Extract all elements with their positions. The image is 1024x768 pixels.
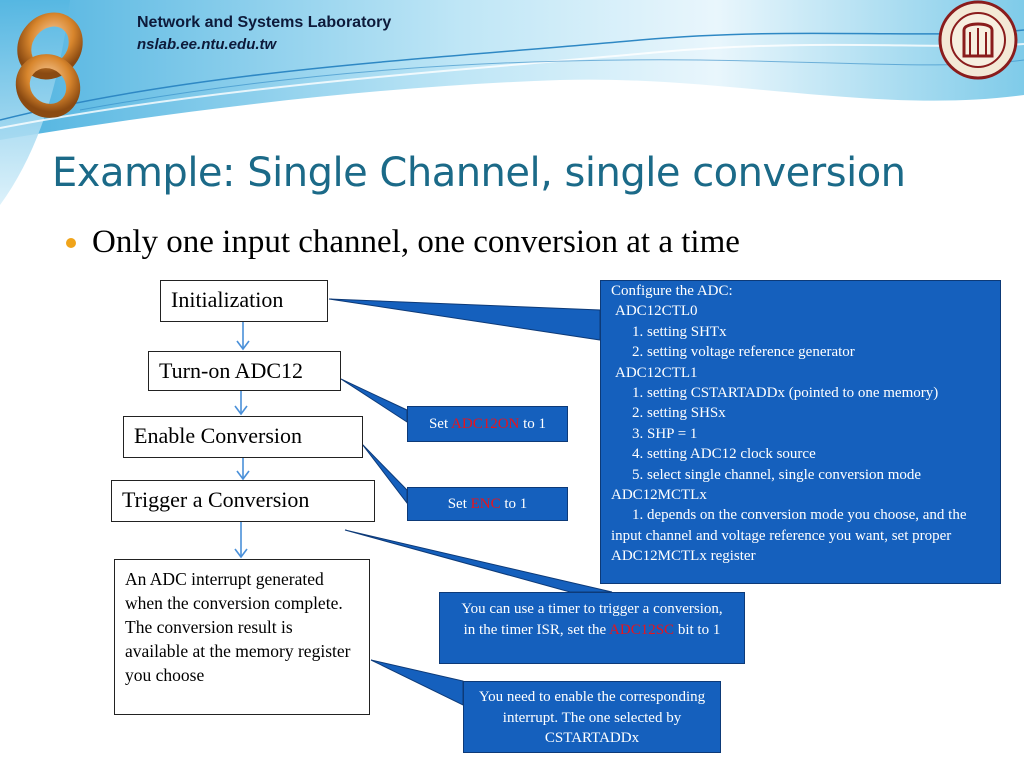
register-highlight: ADC12ON xyxy=(451,416,520,432)
bullet-dot-icon xyxy=(66,238,76,248)
config-line: 3. SHP = 1 xyxy=(632,425,698,442)
step-trigger-conversion: Trigger a Conversion xyxy=(111,480,375,522)
callout-text: You need to enable the corresponding int… xyxy=(478,689,706,746)
step-turn-on-adc12: Turn-on ADC12 xyxy=(148,351,341,391)
config-line: ADC12CTL1 xyxy=(615,364,698,381)
register-highlight: ADC12SC xyxy=(609,621,675,638)
config-line: 1. setting SHTx xyxy=(632,323,727,340)
university-seal-icon xyxy=(938,0,1018,80)
step-result: An ADC interrupt generated when the conv… xyxy=(114,559,370,715)
callout-text: bit to 1 xyxy=(674,621,721,638)
config-line: 1. depends on the conversion mode you ch… xyxy=(611,507,967,565)
register-highlight: ENC xyxy=(470,496,501,512)
step-enable-conversion: Enable Conversion xyxy=(123,416,363,458)
step-initialization: Initialization xyxy=(160,280,328,322)
callout-text: You can use a timer to trigger a convers… xyxy=(461,601,723,638)
config-line: 5. select single channel, single convers… xyxy=(632,466,922,483)
flow-arrows xyxy=(234,322,250,559)
bullet-text: Only one input channel, one conversion a… xyxy=(92,224,740,260)
callout-text: to 1 xyxy=(519,416,547,432)
callout-text: to 1 xyxy=(500,496,528,512)
slide-title: Example: Single Channel, single conversi… xyxy=(52,150,906,196)
config-line: Configure the ADC: xyxy=(611,283,733,299)
callout-timer-trigger: You can use a timer to trigger a convers… xyxy=(439,592,745,664)
callout-text: Set xyxy=(428,416,452,432)
callout-configure-adc: Configure the ADC: ADC12CTL0 1. setting … xyxy=(600,280,1001,584)
callout-enable-interrupt: You need to enable the corresponding int… xyxy=(463,681,721,753)
config-line: 4. setting ADC12 clock source xyxy=(632,446,816,463)
lab-url: nslab.ee.ntu.edu.tw xyxy=(137,36,277,53)
lab-name: Network and Systems Laboratory xyxy=(137,14,392,31)
callout-set-enc: Set ENC to 1 xyxy=(407,487,568,521)
config-line: 2. setting SHSx xyxy=(632,405,726,422)
config-line: ADC12CTL0 xyxy=(615,303,698,320)
lab-logo-icon xyxy=(15,12,83,118)
callout-set-adc12on: Set ADC12ON to 1 xyxy=(407,406,568,442)
callout-text: Set xyxy=(447,496,471,512)
config-line: 2. setting voltage reference generator xyxy=(632,344,855,361)
config-line: 1. setting CSTARTADDx (pointed to one me… xyxy=(632,385,939,402)
config-line: ADC12MCTLx xyxy=(611,487,707,504)
